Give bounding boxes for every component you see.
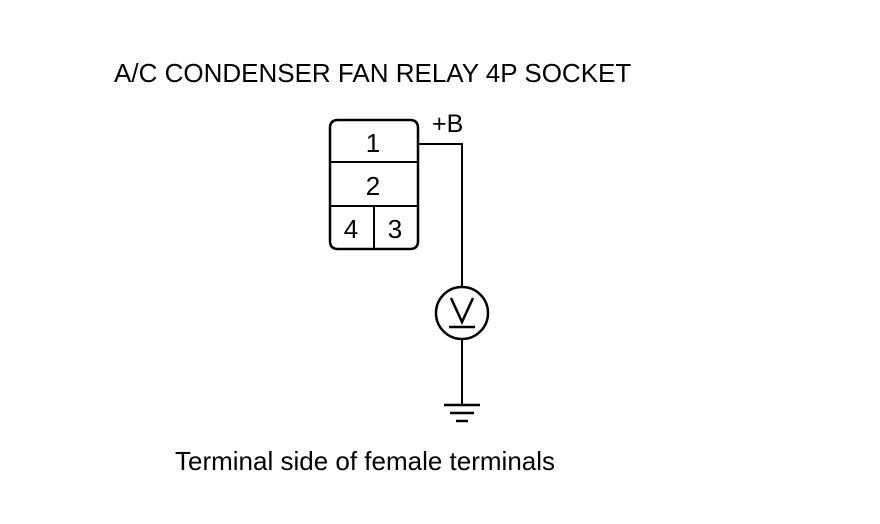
connector-4p: 1 2 4 3 [328,118,420,251]
terminal-4-label: 4 [344,214,358,244]
voltmeter-icon [434,285,490,341]
connector-outline [328,118,420,251]
terminal-3-label: 3 [388,214,402,244]
terminal-1-label: 1 [366,128,380,158]
test-lead-positive [418,143,463,288]
terminal-2-label: 2 [366,171,380,201]
diagram-title: A/C CONDENSER FAN RELAY 4P SOCKET [114,58,632,88]
ground-icon [444,403,480,423]
diagram-caption: Terminal side of female terminals [175,446,556,476]
supply-label: +B [432,110,463,138]
voltmeter-v-glyph [449,297,475,326]
voltmeter-circle [434,285,490,341]
